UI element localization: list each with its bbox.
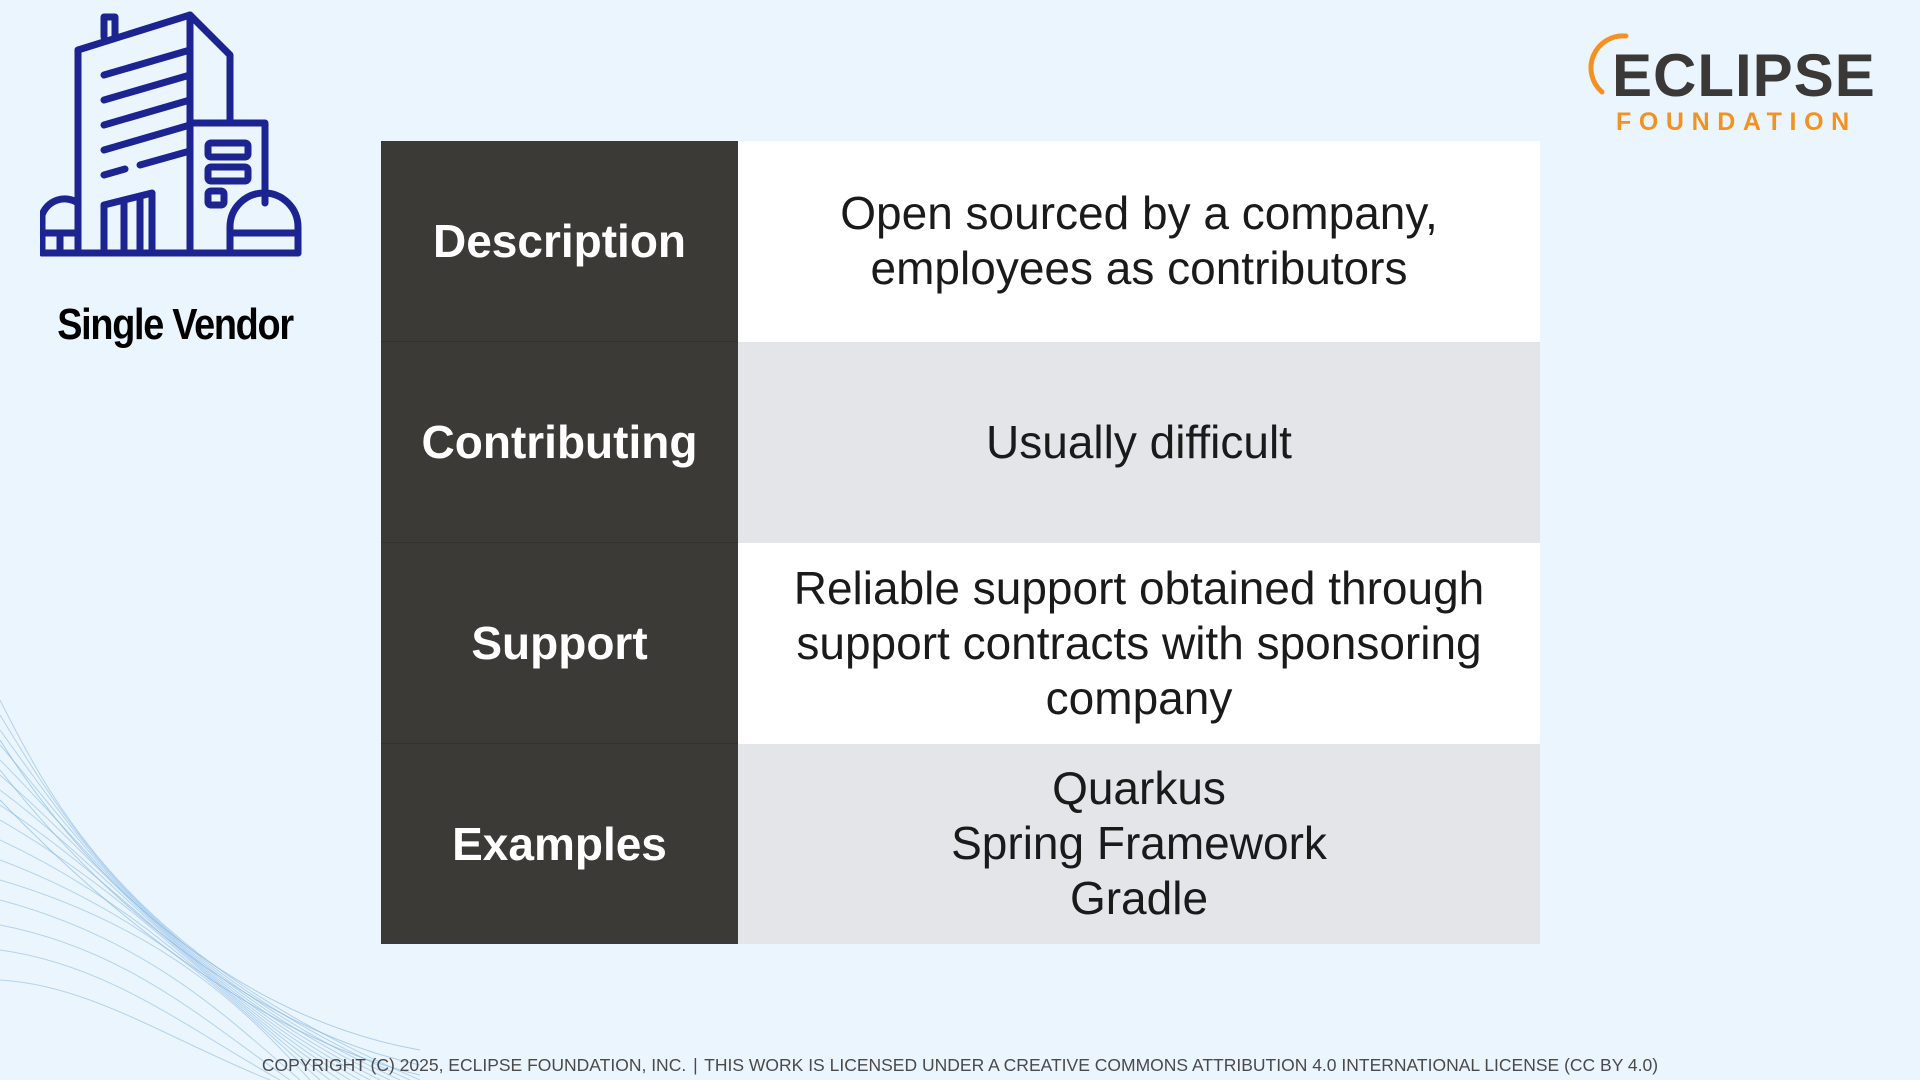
- office-building-icon: [40, 11, 302, 257]
- row-label: Contributing: [381, 341, 738, 543]
- row-value-line: support contracts with sponsoring: [796, 616, 1482, 669]
- footer-separator: |: [693, 1055, 698, 1075]
- eclipse-arc-icon: [1588, 33, 1629, 95]
- row-label: Description: [381, 141, 738, 342]
- footer-license: THIS WORK IS LICENSED UNDER A CREATIVE C…: [704, 1055, 1659, 1075]
- logo-word-eclipse: ECLIPSE: [1612, 42, 1876, 109]
- eclipse-foundation-logo: ECLIPSE FOUNDATION: [1588, 30, 1888, 140]
- footer-copyright: COPYRIGHT (C) 2025, ECLIPSE FOUNDATION, …: [261, 1055, 687, 1075]
- row-value-line: Gradle: [1069, 872, 1209, 925]
- decorative-wave-lines: [0, 700, 420, 1080]
- row-label: Examples: [381, 743, 738, 944]
- row-value: Open sourced by a company,employees as c…: [738, 141, 1540, 342]
- row-value-line: Usually difficult: [986, 415, 1292, 468]
- row-value: Usually difficult: [738, 341, 1540, 543]
- row-value-line: employees as contributors: [870, 242, 1408, 295]
- row-value-line: Quarkus: [1052, 762, 1226, 815]
- row-value-line: Open sourced by a company,: [840, 187, 1438, 240]
- row-value-line: company: [1045, 671, 1233, 724]
- row-value-line: Reliable support obtained through: [793, 561, 1485, 614]
- section-title: Single Vendor: [57, 300, 294, 349]
- row-value-line: Spring Framework: [951, 817, 1327, 870]
- logo-word-foundation: FOUNDATION: [1616, 108, 1857, 136]
- row-label: Support: [381, 542, 738, 744]
- copyright-footer: COPYRIGHT (C) 2025, ECLIPSE FOUNDATION, …: [0, 1055, 1920, 1076]
- table-row-contributing: Contributing Usually difficult: [381, 341, 1540, 543]
